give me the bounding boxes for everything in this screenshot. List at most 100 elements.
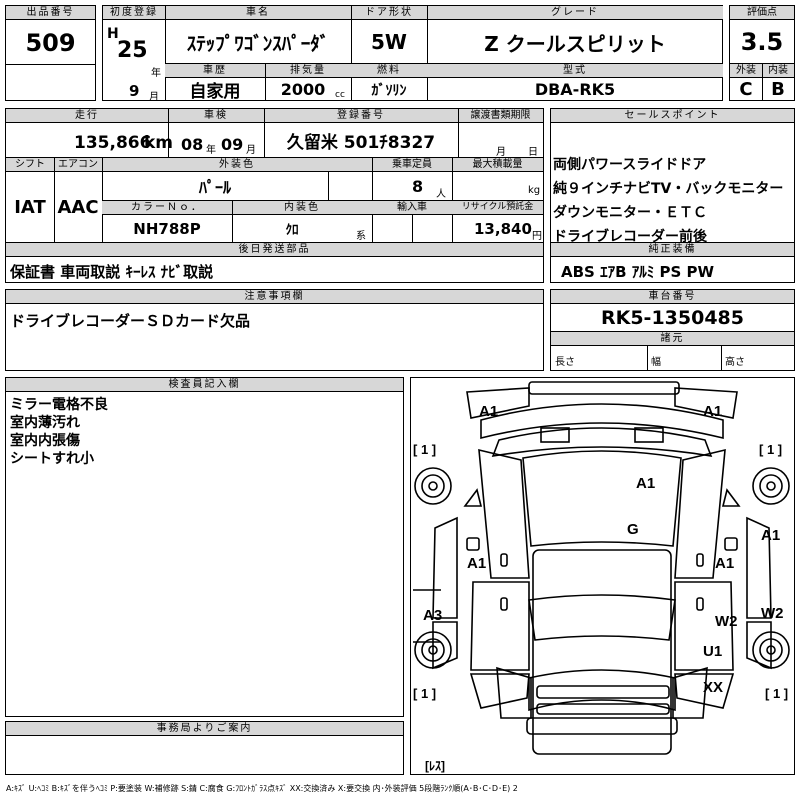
exterior-color-value: ﾊﾟｰﾙ <box>198 178 231 197</box>
inspector-note: シートすれ小 <box>10 451 94 467</box>
model-code-header: 型式 <box>427 64 723 78</box>
import-header: 輸入車 <box>372 201 452 215</box>
chassis-value: RK5-1350485 <box>600 307 744 329</box>
sales-point-item: ドライブレコーダー前後 <box>553 229 707 245</box>
label-front-left: A1 <box>479 403 498 420</box>
score-box: 評価点 3.5 外装 内装 C B <box>729 5 795 101</box>
office-notice-box: 事務局よりご案内 <box>5 721 404 775</box>
exterior-grade-value: C <box>739 79 753 100</box>
exterior-color-header: 外装色 <box>102 158 372 172</box>
capacity-header: 乗車定員 <box>372 158 452 172</box>
damage-diagram-box: A1 A1 A1 G A1 A1 A1 A3 W2 W2 U1 XX [ 1 ]… <box>410 377 795 775</box>
sales-point-item: 純９インチナビTV・バックモニター <box>553 181 784 197</box>
interior-color-unit: 系 <box>356 231 366 242</box>
first-registration-header: 初度登録 <box>103 6 165 20</box>
inspector-note: 室内内張傷 <box>10 433 80 449</box>
registration-value: 久留米 501ﾁ8327 <box>286 132 436 153</box>
shift-header: シフト <box>6 158 54 172</box>
dim-length-label: 長さ <box>555 357 575 368</box>
label-roof: A1 <box>636 475 655 492</box>
genuine-equipment-header: 純正装備 <box>551 243 794 257</box>
transfer-docs-header: 譲渡書類期限 <box>458 109 543 123</box>
car-name-value: ｽﾃｯﾌﾟﾜｺﾞﾝｽﾊﾟｰﾀﾞ <box>186 32 330 55</box>
notes-box: 注意事項欄 ドライブレコーダーＳＤカード欠品 <box>5 289 544 371</box>
chassis-box: 車台番号 RK5-1350485 諸元 長さ 幅 高さ <box>550 289 795 371</box>
score-header: 評価点 <box>730 6 794 20</box>
aircon-header: エアコン <box>54 158 102 172</box>
post-parts-value: 保証書 車両取説 ｷｰﾚｽ ﾅﾋﾞ取説 <box>10 263 214 281</box>
sales-points-list: 両側パワースライドドア 純９インチナビTV・バックモニター ダウンモニター・ＥＴ… <box>553 153 794 249</box>
inspector-box: 検査員記入欄 ミラー電格不良 室内薄汚れ 室内内張傷 シートすれ小 <box>5 377 404 717</box>
grade-header: グレード <box>427 6 723 20</box>
interior-color-header: 内装色 <box>232 201 372 215</box>
registration-header: 登録番号 <box>264 109 458 123</box>
mileage-header: 走行 <box>6 109 168 123</box>
notes-header: 注意事項欄 <box>6 290 543 304</box>
year-unit: 年 <box>151 68 161 79</box>
displacement-unit: cc <box>335 90 345 100</box>
capacity-unit: 人 <box>436 189 446 200</box>
label-rear-bumper: XX <box>703 679 723 696</box>
inspector-note: 室内薄汚れ <box>10 415 80 431</box>
recycle-unit: 円 <box>532 231 542 242</box>
shift-value: IAT <box>14 196 46 218</box>
tire-label-front-left: [ 1 ] <box>413 442 436 457</box>
label-windshield: G <box>627 521 639 538</box>
displacement-value: 2000 <box>280 80 326 99</box>
inspector-notes-list: ミラー電格不良 室内薄汚れ 室内内張傷 シートすれ小 <box>10 396 108 468</box>
capacity-value: 8 <box>412 177 424 196</box>
inspection-header: 車検 <box>168 109 264 123</box>
dim-width-label: 幅 <box>651 357 661 368</box>
tire-label-rear-left: [ 1 ] <box>413 686 436 701</box>
color-no-header: カラーＮｏ． <box>102 201 232 215</box>
recycle-value: 13,840 <box>474 220 532 238</box>
grade-value: Z クールスピリット <box>484 31 666 56</box>
era-value: H <box>107 26 119 42</box>
label-left-door: A1 <box>467 555 486 572</box>
exterior-header: 外装 <box>730 64 762 78</box>
lot-number-value: 509 <box>25 29 76 57</box>
transfer-day-unit: 日 <box>528 147 538 158</box>
office-notice-header: 事務局よりご案内 <box>6 722 403 736</box>
inspection-month-value: 09 <box>221 135 244 154</box>
dimensions-header: 諸元 <box>551 332 794 346</box>
door-type-header: ドア形状 <box>351 6 427 20</box>
displacement-header: 排気量 <box>265 64 351 78</box>
spare-tire-label: [ﾚｽ] <box>425 759 445 773</box>
genuine-equipment-value: ABS ｴｱB ｱﾙﾐ PS PW <box>561 263 715 281</box>
inspection-month-unit: 月 <box>246 145 256 156</box>
sales-point-item: ダウンモニター・ＥＴＣ <box>553 205 707 221</box>
max-load-header: 最大積載量 <box>452 158 543 172</box>
label-right-door: A1 <box>715 555 734 572</box>
car-diagram: A1 A1 A1 G A1 A1 A1 A3 W2 W2 U1 XX [ 1 ]… <box>413 381 790 773</box>
interior-color-value: ｸﾛ <box>285 223 299 238</box>
sales-point-item: 両側パワースライドドア <box>553 157 707 173</box>
month-unit: 月 <box>149 92 159 103</box>
label-right-rear-lower: U1 <box>703 643 722 660</box>
label-right-quarter: W2 <box>761 605 784 622</box>
transfer-month-unit: 月 <box>496 147 506 158</box>
chassis-header: 車台番号 <box>551 290 794 304</box>
label-front-right: A1 <box>703 403 722 420</box>
lot-number-box: 出品番号 509 <box>5 5 96 101</box>
max-load-unit: kg <box>528 185 541 196</box>
sales-points-box: セールスポイント 両側パワースライドドア 純９インチナビTV・バックモニター ダ… <box>550 108 795 283</box>
history-value: 自家用 <box>189 82 241 102</box>
model-code-value: DBA-RK5 <box>534 80 616 99</box>
recycle-header: リサイクル預託金 <box>452 201 543 215</box>
inspector-note: ミラー電格不良 <box>10 397 108 413</box>
inspection-year-value: 08 <box>181 135 204 154</box>
label-right-front-fender: A1 <box>761 527 780 544</box>
mileage-value: 135,866 <box>74 133 152 153</box>
color-no-value: NH788P <box>133 219 201 238</box>
sales-points-header: セールスポイント <box>551 109 794 123</box>
fuel-value: ｶﾞｿﾘﾝ <box>371 82 407 99</box>
aircon-value: AAC <box>57 196 99 218</box>
car-name-header: 車名 <box>165 6 351 20</box>
score-value: 3.5 <box>740 28 784 56</box>
fuel-header: 燃料 <box>351 64 427 78</box>
door-type-value: 5W <box>371 30 407 54</box>
history-header: 車歴 <box>165 64 265 78</box>
interior-header: 内装 <box>762 64 794 78</box>
notes-value: ドライブレコーダーＳＤカード欠品 <box>10 312 251 330</box>
